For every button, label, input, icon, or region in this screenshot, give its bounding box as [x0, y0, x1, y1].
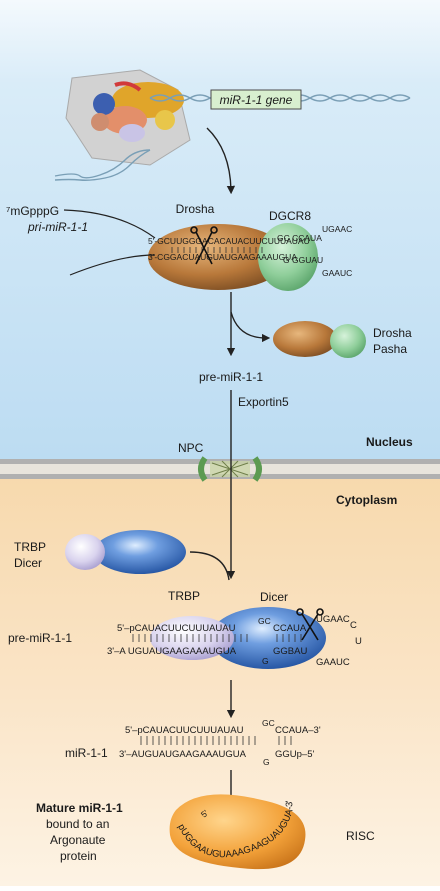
- drosha-small: [273, 321, 337, 357]
- pri-seq-bottom: 3'-CGGACUAUGUAUGAAGAAAUGUA: [148, 252, 297, 262]
- drosha-protein: [148, 224, 288, 290]
- arrow-release: [230, 311, 271, 343]
- duplex-base-pairs: [140, 736, 292, 745]
- pre-loop-c: C: [350, 620, 357, 631]
- npc-pore: [198, 456, 262, 482]
- gene-label: miR-1-1 gene: [220, 93, 293, 107]
- drosha-label: Drosha: [176, 202, 215, 216]
- trbp-dicer-line2: Dicer: [14, 556, 42, 570]
- pre-loop-ccaua: CCAUA: [273, 623, 307, 634]
- dicer-protein: [210, 607, 326, 669]
- pre-mirna-cyto-label: pre-miR-1-1: [8, 631, 72, 645]
- pre-loop-gaauc: GAAUC: [316, 657, 350, 668]
- cap-label: ⁷mGpppG: [6, 204, 59, 218]
- duplex-bottom-end: GGUp–5': [275, 749, 314, 760]
- cytoplasm-label: Cytoplasm: [336, 493, 397, 507]
- duplex-bottom: 3'–AUGUAUGAAGAAAUGUA: [119, 749, 247, 760]
- duplex-bottom-g: G: [263, 757, 270, 767]
- pre-loop-ggbau: GGBAU: [273, 646, 307, 657]
- mature-line4: protein: [60, 849, 97, 863]
- dicer-label: Dicer: [260, 590, 288, 604]
- pre-loop-g: G: [262, 656, 269, 666]
- pre-base-pairs: [132, 634, 302, 642]
- pri-loop-b: G GGUAU: [283, 255, 323, 265]
- duplex-top-end: CCAUA–3': [275, 725, 321, 736]
- trbp-protein: [150, 616, 234, 660]
- transcription-complex: [65, 69, 191, 166]
- pri-strand-5p: [63, 209, 156, 239]
- trbp-free: [65, 534, 105, 570]
- dgcr8-protein: [258, 223, 318, 291]
- pri-loop-a: GC CCAUA: [277, 233, 322, 243]
- arrow-transcription: [206, 127, 236, 195]
- argonaute-protein: [169, 794, 306, 870]
- risc-label: RISC: [346, 829, 375, 843]
- trbp-label: TRBP: [168, 589, 200, 603]
- trbp-dicer-line1: TRBP: [14, 540, 46, 554]
- mature-line3: Argonaute: [50, 833, 106, 847]
- pri-seq-top: 5'-GCUUGGGACACAUACUUCUUUAUAU: [148, 236, 310, 246]
- arrow-dicer-join: [189, 551, 230, 581]
- duplex-top: 5'–pCAUACUUCUUUAUAU: [125, 725, 244, 736]
- pri-base-pairs: [171, 247, 263, 253]
- drosha-pasha-line2: Pasha: [373, 342, 407, 356]
- mature-line1: Mature miR-1-1: [36, 801, 123, 815]
- pre-loop-u: U: [355, 636, 362, 647]
- drosha-pasha-line1: Drosha: [373, 326, 412, 340]
- pri-strand-3p: [69, 254, 156, 276]
- pasha-small: [330, 324, 366, 358]
- dicer-scissors-icon: [296, 608, 324, 641]
- gene-box: [210, 89, 302, 110]
- pri-loop-d: GAAUC: [322, 268, 352, 278]
- dicer-free: [94, 530, 186, 574]
- pri-mirna-label: pri-miR-1-1: [27, 220, 88, 234]
- mature-line2: bound to an: [46, 817, 109, 831]
- pre-loop-ugaac: UGAAC: [316, 614, 350, 625]
- mature-5p: 5': [199, 808, 211, 820]
- pre-mirna-label: pre-miR-1-1: [199, 370, 263, 384]
- dgcr8-label: DGCR8: [269, 209, 311, 223]
- scissors-icon: [190, 226, 218, 265]
- pre-loop-gc: GC: [258, 616, 271, 626]
- pri-loop-c: UGAAC: [322, 224, 352, 234]
- exportin-label: Exportin5: [238, 395, 289, 409]
- nucleus-label: Nucleus: [366, 435, 413, 449]
- duplex-top-gc: GC: [262, 718, 275, 728]
- duplex-label: miR-1-1: [65, 746, 108, 760]
- npc-label: NPC: [178, 441, 204, 455]
- pre-seq-bottom: 3'–A UGUAUGAAGAAAUGUA: [107, 646, 237, 657]
- pre-seq-top: 5'–pCAUACUUCUUUAUAU: [117, 623, 236, 634]
